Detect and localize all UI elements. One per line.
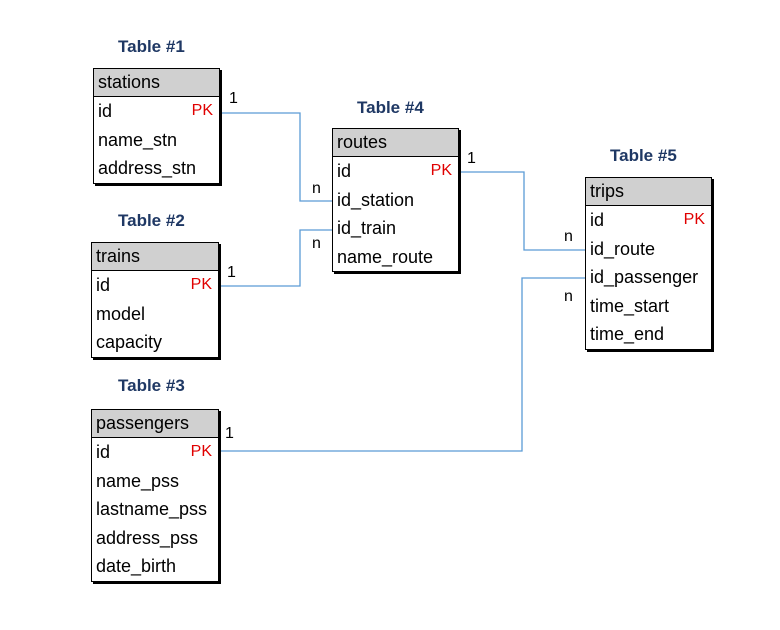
field-name: id [98, 101, 113, 121]
field-trips-time-start: time_start [586, 292, 711, 321]
field-routes-id: id PK [333, 157, 458, 186]
field-name: id_passenger [590, 267, 699, 287]
caption-table-1: Table #1 [118, 37, 185, 56]
field-stations-address-stn: address_stn [94, 154, 219, 183]
cardinality-stations-one: 1 [229, 90, 238, 107]
field-passengers-name-pss: name_pss [92, 467, 218, 496]
field-trains-model: model [92, 300, 218, 329]
field-name: lastname_pss [96, 499, 208, 519]
field-trips-id-passenger: id_passenger [586, 263, 711, 292]
table-trains-header: trains [92, 243, 218, 271]
field-passengers-address-pss: address_pss [92, 524, 218, 553]
table-passengers: passengers id PK name_pss lastname_pss a… [91, 409, 219, 582]
link-stations-routes [220, 112, 333, 202]
field-name: id [96, 275, 111, 295]
table-stations: stations id PK name_stn address_stn [93, 68, 220, 184]
cardinality-trains-one: 1 [227, 264, 236, 281]
primary-key-badge: PK [430, 162, 452, 179]
primary-key-badge: PK [683, 211, 705, 228]
field-name: id_train [337, 218, 397, 238]
field-name: id [590, 210, 605, 230]
field-stations-id: id PK [94, 97, 219, 126]
cardinality-routes-station-many: n [312, 180, 321, 197]
link-routes-trips [459, 171, 586, 251]
field-name: date_birth [96, 556, 177, 576]
field-name: time_end [590, 324, 665, 344]
field-name: id [337, 161, 352, 181]
field-name: name_route [337, 246, 434, 267]
cardinality-routes-train-many: n [312, 235, 321, 252]
table-routes-header: routes [333, 129, 458, 157]
field-name: name_stn [98, 129, 178, 150]
field-trains-capacity: capacity [92, 328, 218, 357]
link-passengers-trips [219, 277, 586, 452]
field-trains-id: id PK [92, 271, 218, 300]
table-trips-header: trips [586, 178, 711, 206]
link-trains-routes [220, 229, 333, 287]
field-name: address_stn [98, 158, 197, 178]
cardinality-passengers-one: 1 [225, 425, 234, 442]
caption-table-4: Table #4 [357, 98, 424, 117]
field-name: id_route [590, 238, 656, 259]
field-trips-id: id PK [586, 206, 711, 235]
field-name: id [96, 442, 111, 462]
field-trips-id-route: id_route [586, 235, 711, 264]
cardinality-trips-route-many: n [564, 228, 573, 245]
field-name: id_station [337, 189, 415, 210]
field-name: address_pss [96, 527, 199, 548]
table-stations-header: stations [94, 69, 219, 97]
field-passengers-date-birth: date_birth [92, 552, 218, 581]
cardinality-trips-passenger-many: n [564, 288, 573, 305]
field-stations-name-stn: name_stn [94, 126, 219, 155]
primary-key-badge: PK [190, 276, 212, 293]
field-name: capacity [96, 332, 163, 352]
field-routes-name-route: name_route [333, 243, 458, 272]
field-name: name_pss [96, 470, 180, 491]
field-routes-id-station: id_station [333, 186, 458, 215]
field-trips-time-end: time_end [586, 320, 711, 349]
field-name: time_start [590, 295, 670, 316]
field-passengers-lastname-pss: lastname_pss [92, 495, 218, 524]
caption-table-5: Table #5 [610, 146, 677, 165]
caption-table-2: Table #2 [118, 211, 185, 230]
primary-key-badge: PK [191, 102, 213, 119]
table-routes: routes id PK id_station id_train name_ro… [332, 128, 459, 272]
table-passengers-header: passengers [92, 410, 218, 438]
primary-key-badge: PK [190, 443, 212, 460]
table-trains: trains id PK model capacity [91, 242, 219, 358]
table-trips: trips id PK id_route id_passenger time_s… [585, 177, 712, 350]
field-passengers-id: id PK [92, 438, 218, 467]
caption-table-3: Table #3 [118, 376, 185, 395]
field-routes-id-train: id_train [333, 214, 458, 243]
field-name: model [96, 303, 146, 324]
cardinality-routes-one: 1 [467, 150, 476, 167]
